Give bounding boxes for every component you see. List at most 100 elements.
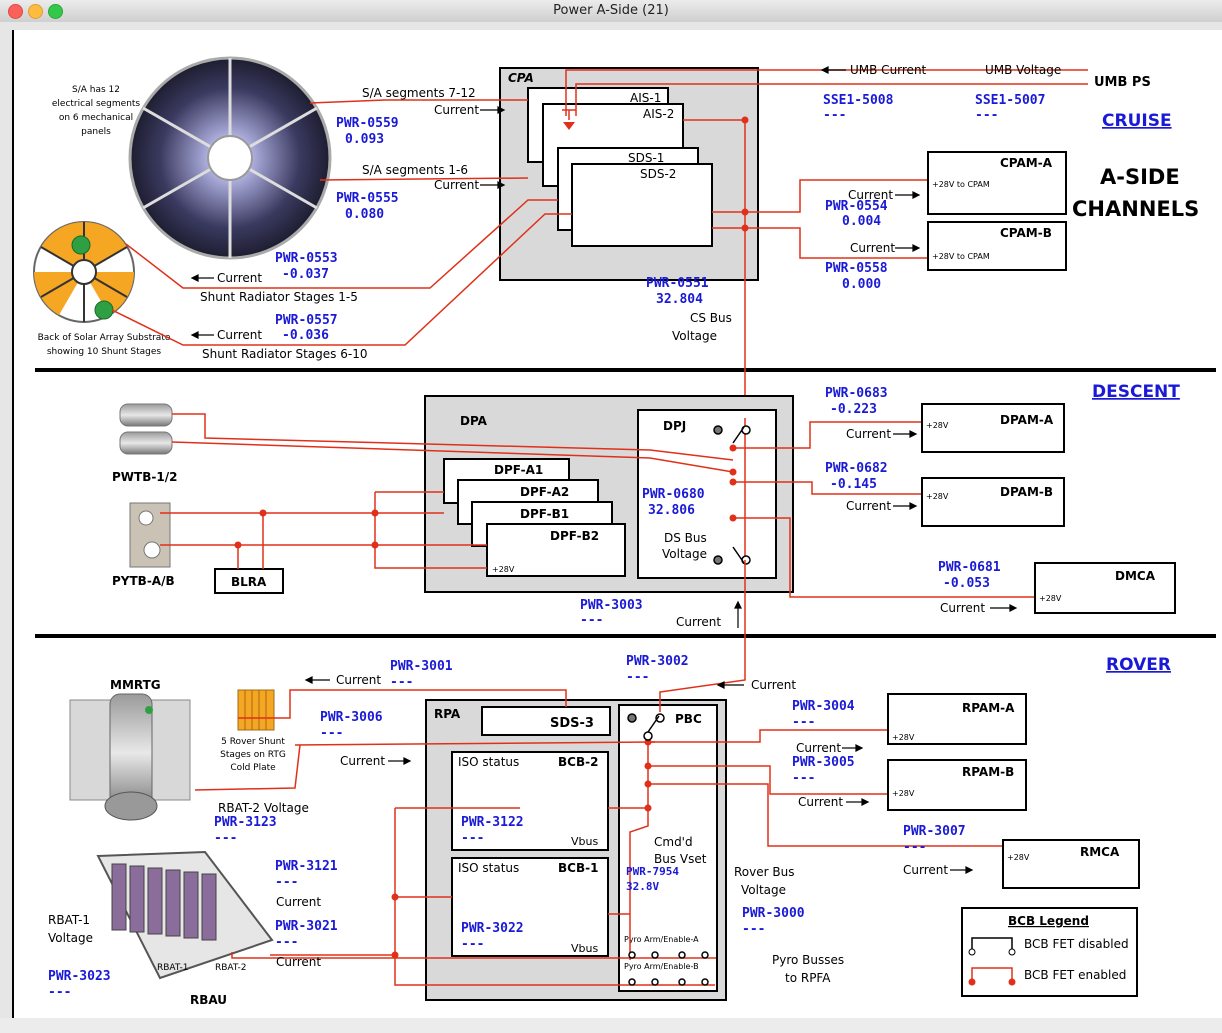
pytb-label: PYTB-A/B <box>112 574 175 588</box>
iso-status-label: ISO status <box>458 755 519 769</box>
sa-note-line: panels <box>81 127 111 137</box>
aside-heading-line: CHANNELS <box>1072 197 1199 221</box>
cpam-b-label: CPAM-B <box>1000 226 1052 240</box>
telemetry-value: --- <box>742 922 765 937</box>
cpa-label: CPA <box>508 71 534 85</box>
sa-seg-7-12-label: S/A segments 7-12 <box>362 86 476 100</box>
rbat2-voltage-label: RBAT-2 Voltage <box>218 801 309 815</box>
cs-bus-label: Voltage <box>672 329 717 343</box>
legend-enabled-label: BCB FET enabled <box>1024 968 1126 982</box>
window-titlebar: Power A-Side (21) <box>0 0 1222 23</box>
telemetry-value: --- <box>275 935 298 950</box>
telemetry-value: --- <box>48 985 71 1000</box>
current-label: Current <box>276 955 321 969</box>
current-label: Current <box>846 499 891 513</box>
rpam-a-input: +28V <box>892 733 915 742</box>
current-label: Current <box>751 678 796 692</box>
telemetry-value: --- <box>626 670 649 685</box>
dpf-a1-label: DPF-A1 <box>494 463 543 477</box>
legend-title: BCB Legend <box>1008 914 1089 928</box>
telemetry-value: -0.053 <box>943 576 990 591</box>
telemetry-id: PWR-3122 <box>461 815 524 830</box>
dmca-label: DMCA <box>1115 569 1156 583</box>
sa-note-line: S/A has 12 <box>72 85 120 95</box>
cpam-a-input: +28V to CPAM <box>932 180 990 189</box>
shunt-array-image <box>34 222 134 322</box>
telemetry-id: PWR-3003 <box>580 598 643 613</box>
umb-voltage-label: UMB Voltage <box>985 63 1061 77</box>
telemetry-value: 0.000 <box>842 277 881 292</box>
telemetry-id: PWR-3022 <box>461 921 524 936</box>
vbus-label: Vbus <box>571 942 598 955</box>
dpf-input: +28V <box>492 565 515 574</box>
umb-current-label: UMB Current <box>850 63 927 77</box>
bcb2-label: BCB-2 <box>558 755 598 769</box>
telemetry-value: --- <box>214 831 237 846</box>
shunt-1-5-label: Shunt Radiator Stages 1-5 <box>200 290 358 304</box>
telemetry-id: PWR-3004 <box>792 699 855 714</box>
vbus-label: Vbus <box>571 835 598 848</box>
mmrtg-label: MMRTG <box>110 678 161 692</box>
telemetry-value: --- <box>792 715 815 730</box>
telemetry-value: --- <box>461 831 484 846</box>
mmrtg-image <box>70 694 190 820</box>
umb-ps-label: UMB PS <box>1094 75 1151 90</box>
telemetry-value: 32.806 <box>648 503 695 518</box>
telemetry-value: 32.804 <box>656 292 703 307</box>
cruise-section-link[interactable]: CRUISE <box>1102 111 1172 131</box>
cpam-a-label: CPAM-A <box>1000 156 1053 170</box>
rbat1-voltage-label: RBAT-1 <box>48 913 90 927</box>
dpf-a2-label: DPF-A2 <box>520 485 569 499</box>
dpf-b1-label: DPF-B1 <box>520 507 569 521</box>
legend-disabled-label: BCB FET disabled <box>1024 937 1129 951</box>
pyro-busses-label: to RPFA <box>785 971 831 985</box>
telemetry-id: PWR-0558 <box>825 261 888 276</box>
rover-bus-label: Rover Bus <box>734 865 794 879</box>
rover-shunt-note-line: Stages on RTG <box>220 750 286 760</box>
sa-note-line: on 6 mechanical <box>59 113 133 123</box>
pyro-a-label: Pyro Arm/Enable-A <box>624 935 699 944</box>
pwtb-label: PWTB-1/2 <box>112 470 177 484</box>
telemetry-id: PWR-3021 <box>275 919 338 934</box>
telemetry-id: PWR-3023 <box>48 969 111 984</box>
telemetry-id: PWR-3007 <box>903 824 966 839</box>
telemetry-id: PWR-0557 <box>275 313 338 328</box>
telemetry-id: SSE1-5008 <box>823 93 894 108</box>
rover-section-link[interactable]: ROVER <box>1106 655 1171 675</box>
telemetry-value: --- <box>320 726 343 741</box>
current-label: Current <box>434 103 479 117</box>
rbau-image <box>98 852 272 978</box>
pbc-label: PBC <box>675 712 702 726</box>
pwtb-image <box>120 404 172 454</box>
iso-status-label: ISO status <box>458 861 519 875</box>
cs-bus-label: CS Bus <box>690 311 732 325</box>
telemetry-id: PWR-3121 <box>275 859 338 874</box>
cmd-bus-label: Cmd'd <box>654 835 693 849</box>
bcb1-label: BCB-1 <box>558 861 598 875</box>
telemetry-id: PWR-0680 <box>642 487 705 502</box>
telemetry-id: PWR-0555 <box>336 191 399 206</box>
ds-bus-label: Voltage <box>662 547 707 561</box>
shunt-6-10-label: Shunt Radiator Stages 6-10 <box>202 347 367 361</box>
rpa-label: RPA <box>434 707 461 721</box>
telemetry-value: --- <box>823 108 846 123</box>
telemetry-id: PWR-0551 <box>646 276 709 291</box>
aside-heading-line: A-SIDE <box>1100 165 1180 189</box>
rbau-label: RBAU <box>190 993 227 1007</box>
current-label: Current <box>903 863 948 877</box>
telemetry-value: --- <box>975 108 998 123</box>
ais2-label: AIS-2 <box>643 107 674 121</box>
telemetry-id: SSE1-5007 <box>975 93 1045 108</box>
telemetry-id: PWR-3000 <box>742 906 805 921</box>
telemetry-id: PWR-0554 <box>825 199 888 214</box>
telemetry-value: --- <box>903 840 926 855</box>
current-label: Current <box>676 615 721 629</box>
rmca-input: +28V <box>1007 853 1030 862</box>
descent-section-link[interactable]: DESCENT <box>1092 382 1180 402</box>
telemetry-value: 32.8V <box>626 880 659 893</box>
telemetry-id: PWR-3123 <box>214 815 277 830</box>
rbat2-label: RBAT-2 <box>215 963 247 973</box>
telemetry-value: -0.223 <box>830 402 877 417</box>
telemetry-value: -0.036 <box>282 328 329 343</box>
current-label: Current <box>940 601 985 615</box>
